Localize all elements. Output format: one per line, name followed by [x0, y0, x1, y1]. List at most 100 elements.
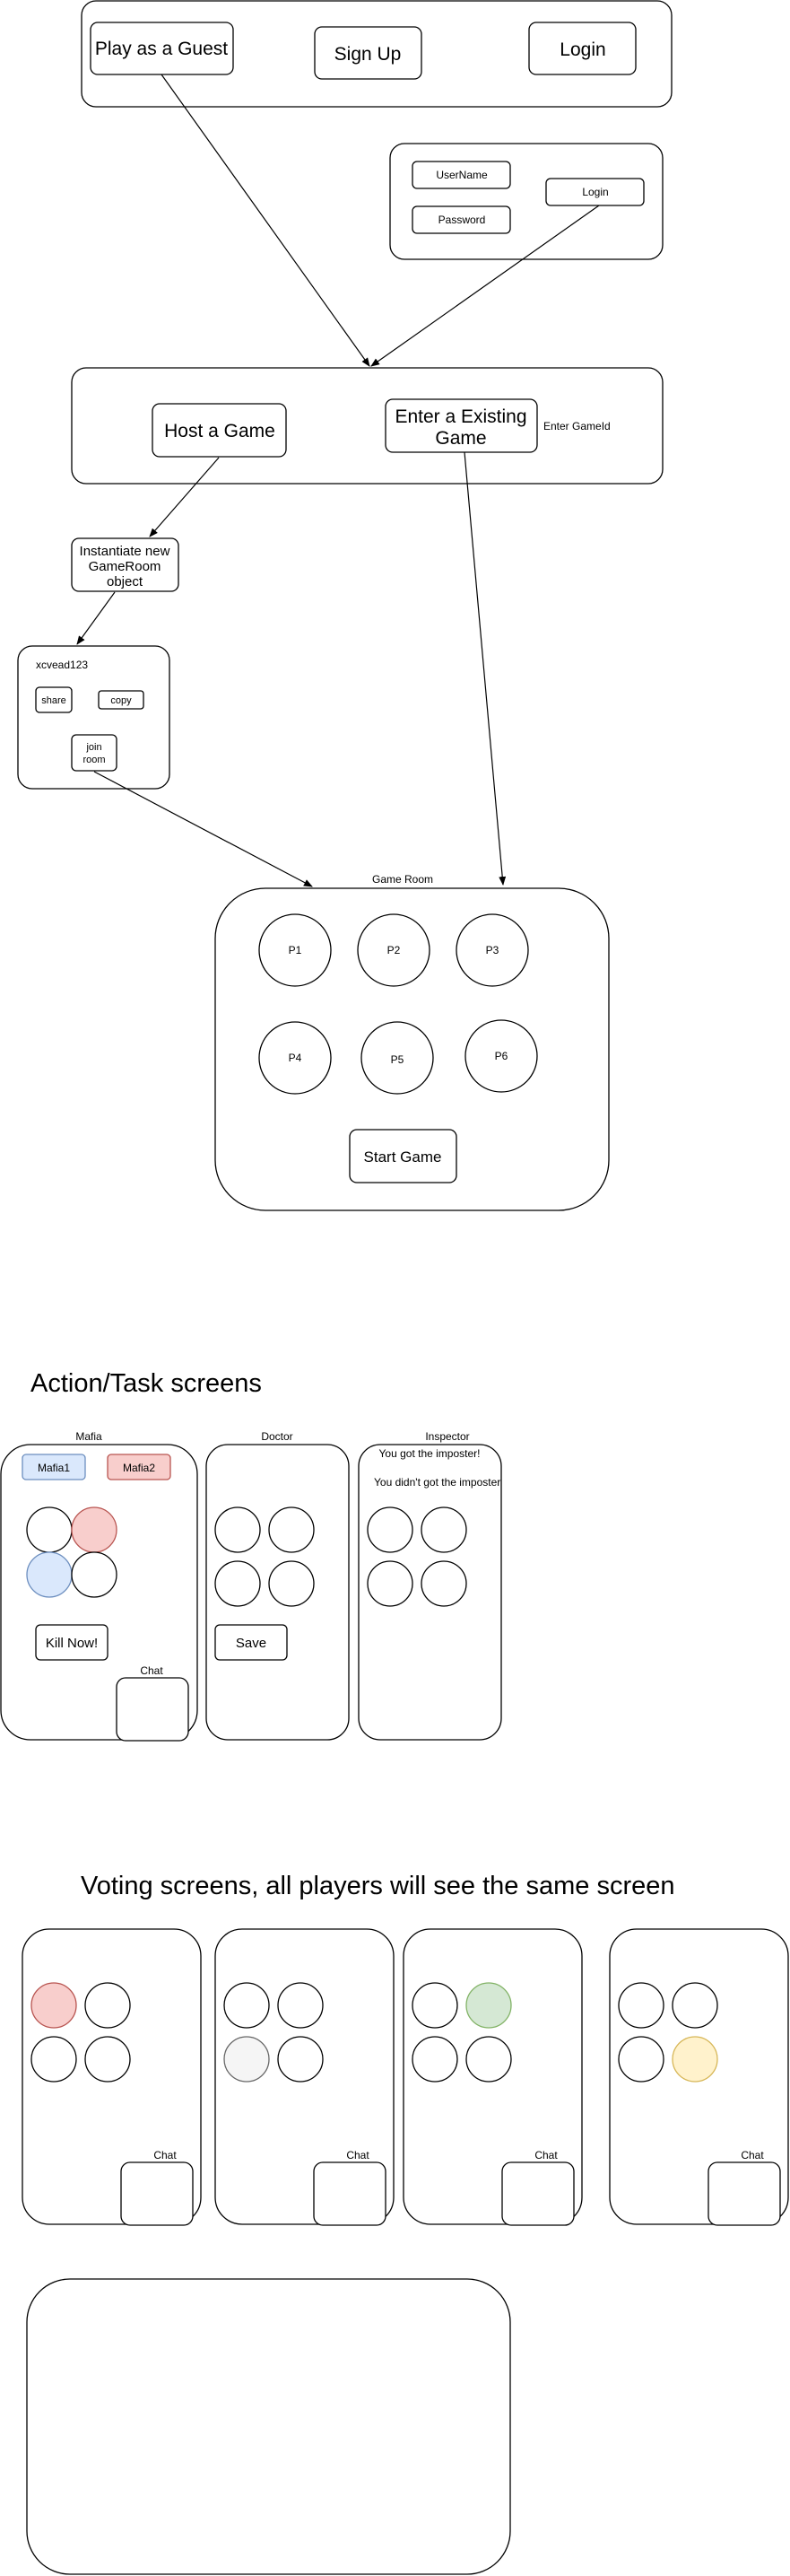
doctor-target-circle[interactable]	[268, 1560, 315, 1607]
vote2-chat-box[interactable]	[313, 2161, 386, 2226]
share-button[interactable]	[35, 686, 73, 713]
vote-circle[interactable]	[672, 1982, 718, 2029]
mafia-chat-label: Chat	[140, 1664, 163, 1677]
vote-circle[interactable]	[30, 1982, 77, 2029]
arrow-instantiate-to-room-code	[76, 591, 116, 645]
vote2-chat-label: Chat	[346, 2149, 369, 2161]
enter-existing-game-label-line2: Game	[435, 428, 486, 449]
voting-screens-heading: Voting screens, all players will see the…	[81, 1872, 674, 1900]
copy-button[interactable]	[98, 690, 144, 710]
vote3-chat-label: Chat	[534, 2149, 558, 2161]
player-label-p3: P3	[486, 944, 499, 956]
sign-up-button[interactable]	[314, 26, 422, 80]
password-field[interactable]	[412, 205, 511, 234]
mafia-target-circle[interactable]	[71, 1551, 117, 1598]
vote-circle[interactable]	[277, 2036, 324, 2083]
sign-up-label: Sign Up	[334, 44, 402, 65]
mafia-target-circle[interactable]	[26, 1506, 73, 1553]
mafia-screen-title: Mafia	[75, 1430, 102, 1443]
vote4-chat-box[interactable]	[708, 2161, 781, 2226]
login-label: Login	[560, 39, 605, 60]
arrow-host-to-instantiate	[149, 457, 220, 537]
instantiate-line3: object	[107, 574, 143, 589]
join-room-button[interactable]	[71, 734, 117, 772]
doctor-target-circle[interactable]	[268, 1506, 315, 1553]
doctor-target-circle[interactable]	[214, 1560, 261, 1607]
login-submit-label: Login	[582, 186, 608, 198]
vote-circle[interactable]	[277, 1982, 324, 2029]
player-slot-p1[interactable]	[258, 913, 332, 987]
enter-existing-game-button[interactable]	[385, 398, 538, 453]
player-slot-p6[interactable]	[464, 1019, 538, 1093]
save-button[interactable]	[214, 1624, 288, 1661]
player-slot-p2[interactable]	[357, 913, 430, 987]
doctor-target-circle[interactable]	[214, 1506, 261, 1553]
room-code-panel	[17, 645, 170, 790]
host-game-button[interactable]	[152, 403, 287, 458]
player-label-p2: P2	[387, 944, 401, 956]
instantiate-line1: Instantiate new	[80, 544, 170, 559]
mafia2-tag	[107, 1454, 171, 1480]
kill-now-button[interactable]	[35, 1624, 109, 1661]
vote4-chat-label: Chat	[741, 2149, 764, 2161]
vote-circle[interactable]	[412, 1982, 458, 2029]
inspector-screen-title: Inspector	[425, 1430, 469, 1443]
join-room-label-line1: join	[85, 742, 101, 753]
player-slot-p5[interactable]	[360, 1021, 434, 1095]
vote-circle[interactable]	[618, 2036, 664, 2083]
vote-circle[interactable]	[465, 2036, 512, 2083]
arrow-join-to-game-room	[93, 771, 313, 887]
inspector-missed-imposter-message: You didn't got the imposter	[374, 1476, 500, 1489]
mafia2-tag-label: Mafia2	[123, 1462, 155, 1474]
vote-circle[interactable]	[223, 1982, 270, 2029]
inspector-got-imposter-message: You got the imposter!	[379, 1447, 481, 1460]
login-submit-button[interactable]	[545, 178, 645, 206]
empty-screen-frame	[26, 2278, 511, 2575]
username-field-label: UserName	[436, 169, 488, 181]
password-field-label: Password	[438, 214, 486, 226]
host-game-label: Host a Game	[164, 421, 275, 441]
vote-circle[interactable]	[84, 2036, 131, 2083]
arrow-login-to-game-select	[370, 205, 600, 367]
inspector-target-circle[interactable]	[421, 1506, 467, 1553]
start-game-button[interactable]	[349, 1129, 457, 1183]
vote-circle[interactable]	[412, 2036, 458, 2083]
vote-circle[interactable]	[672, 2036, 718, 2083]
vote1-chat-box[interactable]	[120, 2161, 194, 2226]
vote3-chat-box[interactable]	[501, 2161, 575, 2226]
doctor-screen-title: Doctor	[261, 1430, 292, 1443]
enter-gameid-label: Enter GameId	[543, 420, 611, 432]
copy-label: copy	[110, 695, 132, 706]
player-label-p4: P4	[289, 1052, 302, 1064]
share-label: share	[41, 695, 66, 706]
mafia-target-circle[interactable]	[26, 1551, 73, 1598]
vote-circle[interactable]	[618, 1982, 664, 2029]
vote-circle[interactable]	[30, 2036, 77, 2083]
instantiate-line2: GameRoom	[89, 559, 161, 574]
inspector-target-circle[interactable]	[367, 1560, 413, 1607]
game-room-title: Game Room	[372, 873, 433, 886]
username-field[interactable]	[412, 161, 511, 189]
start-game-label: Start Game	[364, 1148, 442, 1166]
arrow-guest-to-game-select	[161, 74, 370, 367]
login-button[interactable]	[528, 22, 637, 75]
vote-circle[interactable]	[223, 2036, 270, 2083]
save-label: Save	[236, 1636, 266, 1651]
player-slot-p3[interactable]	[456, 913, 529, 987]
player-label-p6: P6	[495, 1050, 508, 1062]
player-slot-p4[interactable]	[258, 1021, 332, 1095]
instantiate-gameroom-node	[71, 537, 179, 592]
player-label-p1: P1	[289, 944, 302, 956]
vote-circle[interactable]	[465, 1982, 512, 2029]
inspector-target-circle[interactable]	[421, 1560, 467, 1607]
mafia1-tag-label: Mafia1	[38, 1462, 70, 1474]
mafia-chat-box[interactable]	[116, 1677, 189, 1742]
inspector-target-circle[interactable]	[367, 1506, 413, 1553]
arrow-enter-to-game-room	[464, 451, 507, 886]
vote-circle[interactable]	[84, 1982, 131, 2029]
room-code: xcvead123	[36, 659, 88, 671]
enter-existing-game-label-line1: Enter a Existing	[395, 406, 526, 427]
join-room-label-line2: room	[82, 755, 105, 765]
mafia-target-circle[interactable]	[71, 1506, 117, 1553]
